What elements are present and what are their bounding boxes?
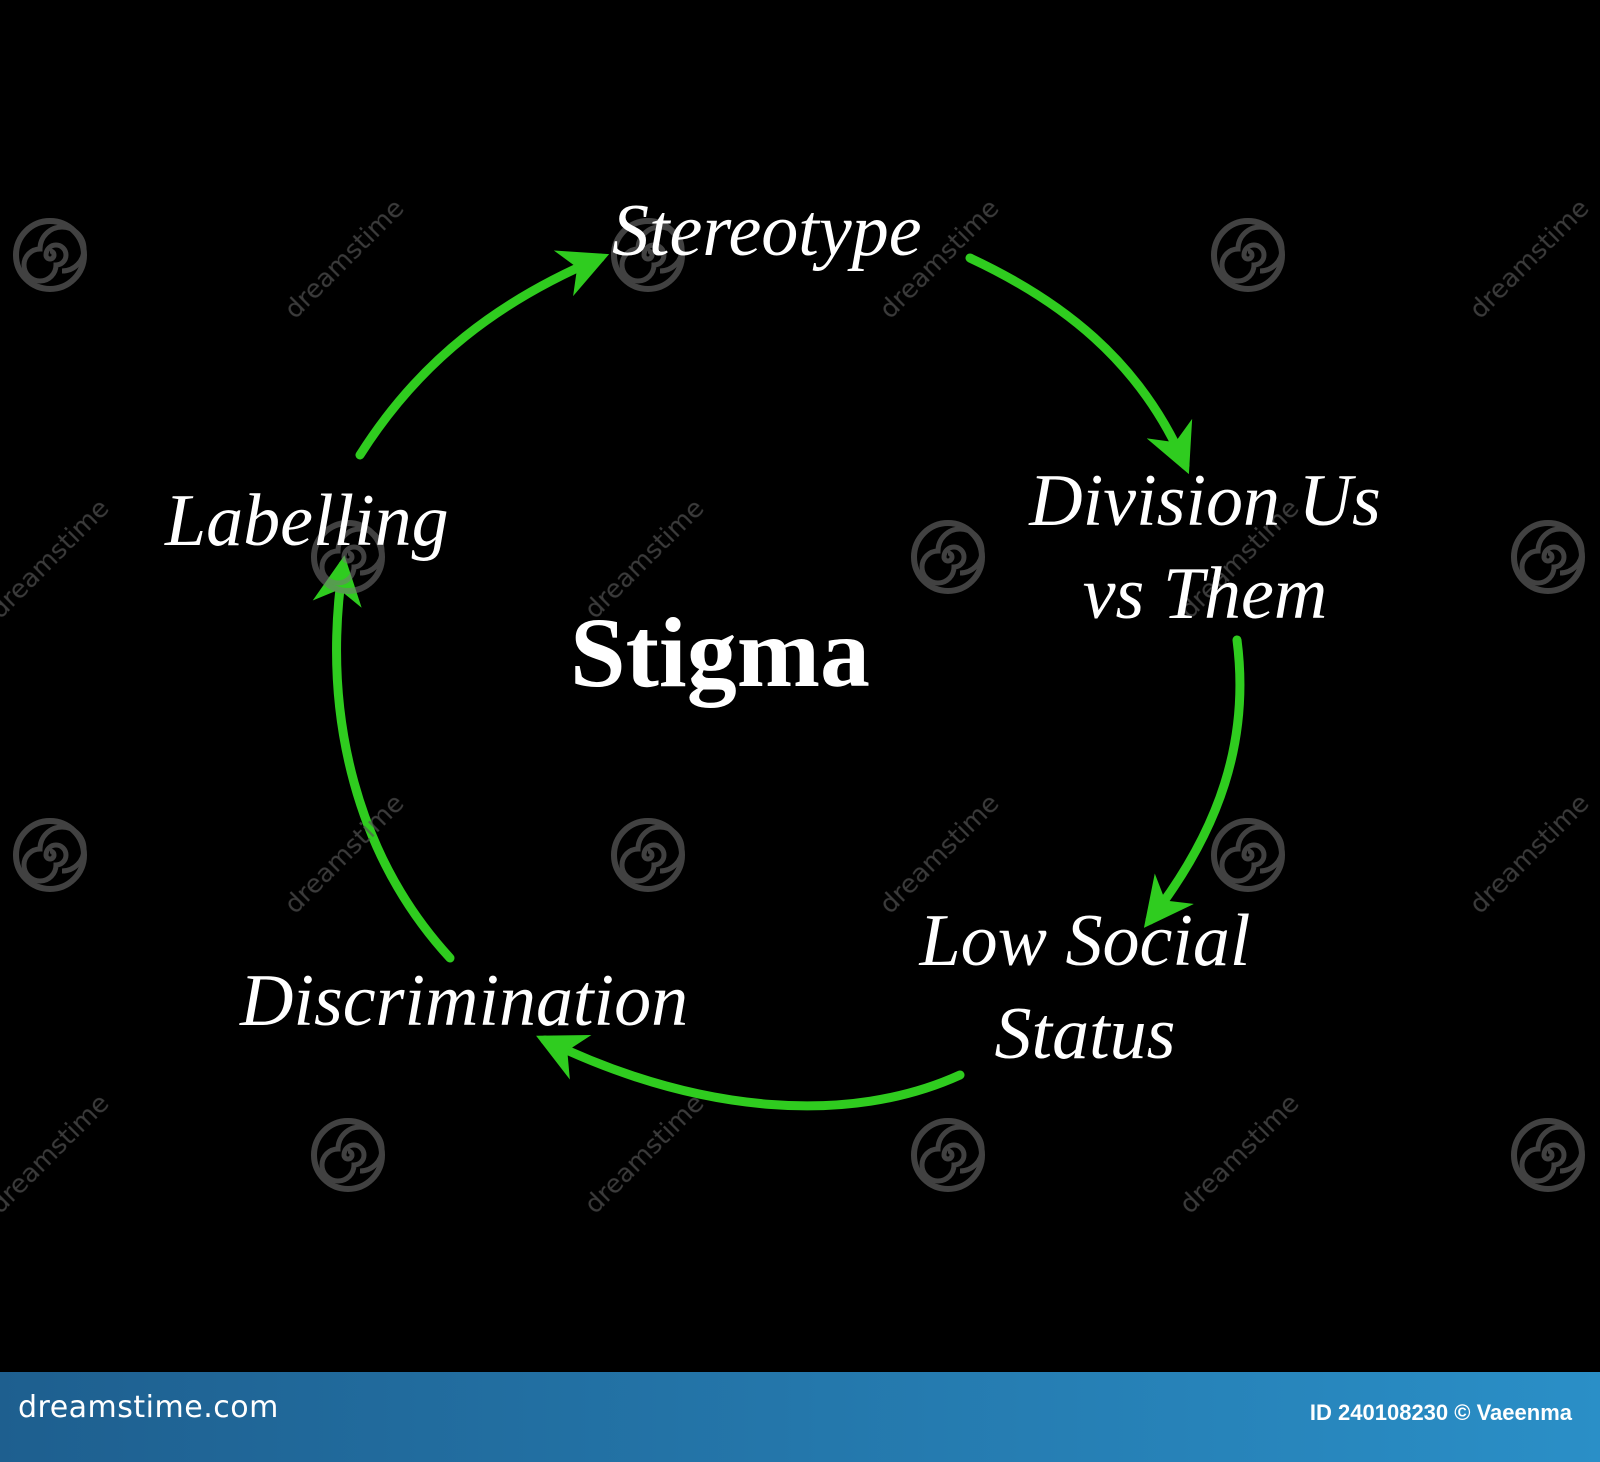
- watermark-spiral-icon: [314, 1121, 382, 1189]
- watermark-spiral-icon: [1214, 221, 1282, 289]
- watermark-spiral-icon: [16, 221, 84, 289]
- arrow-discrimination-to-labelling: [312, 555, 455, 963]
- watermark-text: dreamstime: [1174, 1088, 1306, 1220]
- node-low-status-line1: Low Social: [919, 900, 1251, 982]
- watermark-spiral-icon: [1514, 523, 1582, 591]
- watermark-text: dreamstime: [1464, 193, 1596, 325]
- dreamstime-logo: dreamstime.com: [18, 1390, 279, 1425]
- watermark-spiral-icon: [16, 821, 84, 889]
- watermark-text: dreamstime: [579, 1088, 711, 1220]
- node-stereotype-label: Stereotype: [612, 190, 922, 272]
- node-labelling: Labelling: [165, 475, 449, 568]
- watermark-text: dreamstime: [0, 493, 115, 625]
- watermark-text: dreamstime: [1464, 788, 1596, 920]
- watermark-text: dreamstime: [279, 193, 411, 325]
- cycle-arrows: dreamstime dreamstime dreamstime dreamst…: [0, 193, 1596, 1220]
- stigma-cycle-diagram: dreamstime dreamstime dreamstime dreamst…: [0, 185, 1596, 1220]
- watermark-spiral-icon: [614, 821, 682, 889]
- node-low-social-status: Low Social Status: [890, 895, 1280, 1080]
- watermark-text: dreamstime: [0, 1088, 115, 1220]
- node-stereotype: Stereotype: [612, 185, 922, 278]
- image-credit-text: ID 240108230 © Vaeenma: [1309, 1400, 1572, 1425]
- node-labelling-label: Labelling: [165, 480, 449, 562]
- watermark-spiral-icon: [1514, 1121, 1582, 1189]
- node-low-status-line2: Status: [994, 992, 1176, 1075]
- node-division-us-vs-them: Division Us vs Them: [995, 455, 1415, 640]
- node-discrimination: Discrimination: [240, 955, 688, 1048]
- arrow-low-status-to-discrimination: [536, 1034, 965, 1111]
- center-title-label: Stigma: [570, 597, 870, 708]
- node-division-line2: vs Them: [1082, 552, 1328, 635]
- arrow-stereotype-to-division: [965, 253, 1193, 475]
- center-title: Stigma: [570, 595, 870, 710]
- arrow-labelling-to-stereotype: [355, 250, 610, 460]
- image-credit: ID 240108230 © Vaeenma: [1310, 1400, 1572, 1426]
- watermark-spiral-icon: [914, 523, 982, 591]
- arrow-division-to-low-status: [1143, 635, 1245, 928]
- watermark-footer-bar: dreamstime.com ID 240108230 © Vaeenma: [0, 1372, 1600, 1462]
- node-division-line1: Division Us: [1029, 460, 1381, 542]
- watermark-spiral-icon: [914, 1121, 982, 1189]
- node-discrimination-label: Discrimination: [240, 960, 689, 1042]
- watermark-spiral-icon: [1214, 821, 1282, 889]
- watermark-text: dreamstime: [279, 788, 411, 920]
- dreamstime-logo-text: dreamstime.com: [18, 1390, 279, 1425]
